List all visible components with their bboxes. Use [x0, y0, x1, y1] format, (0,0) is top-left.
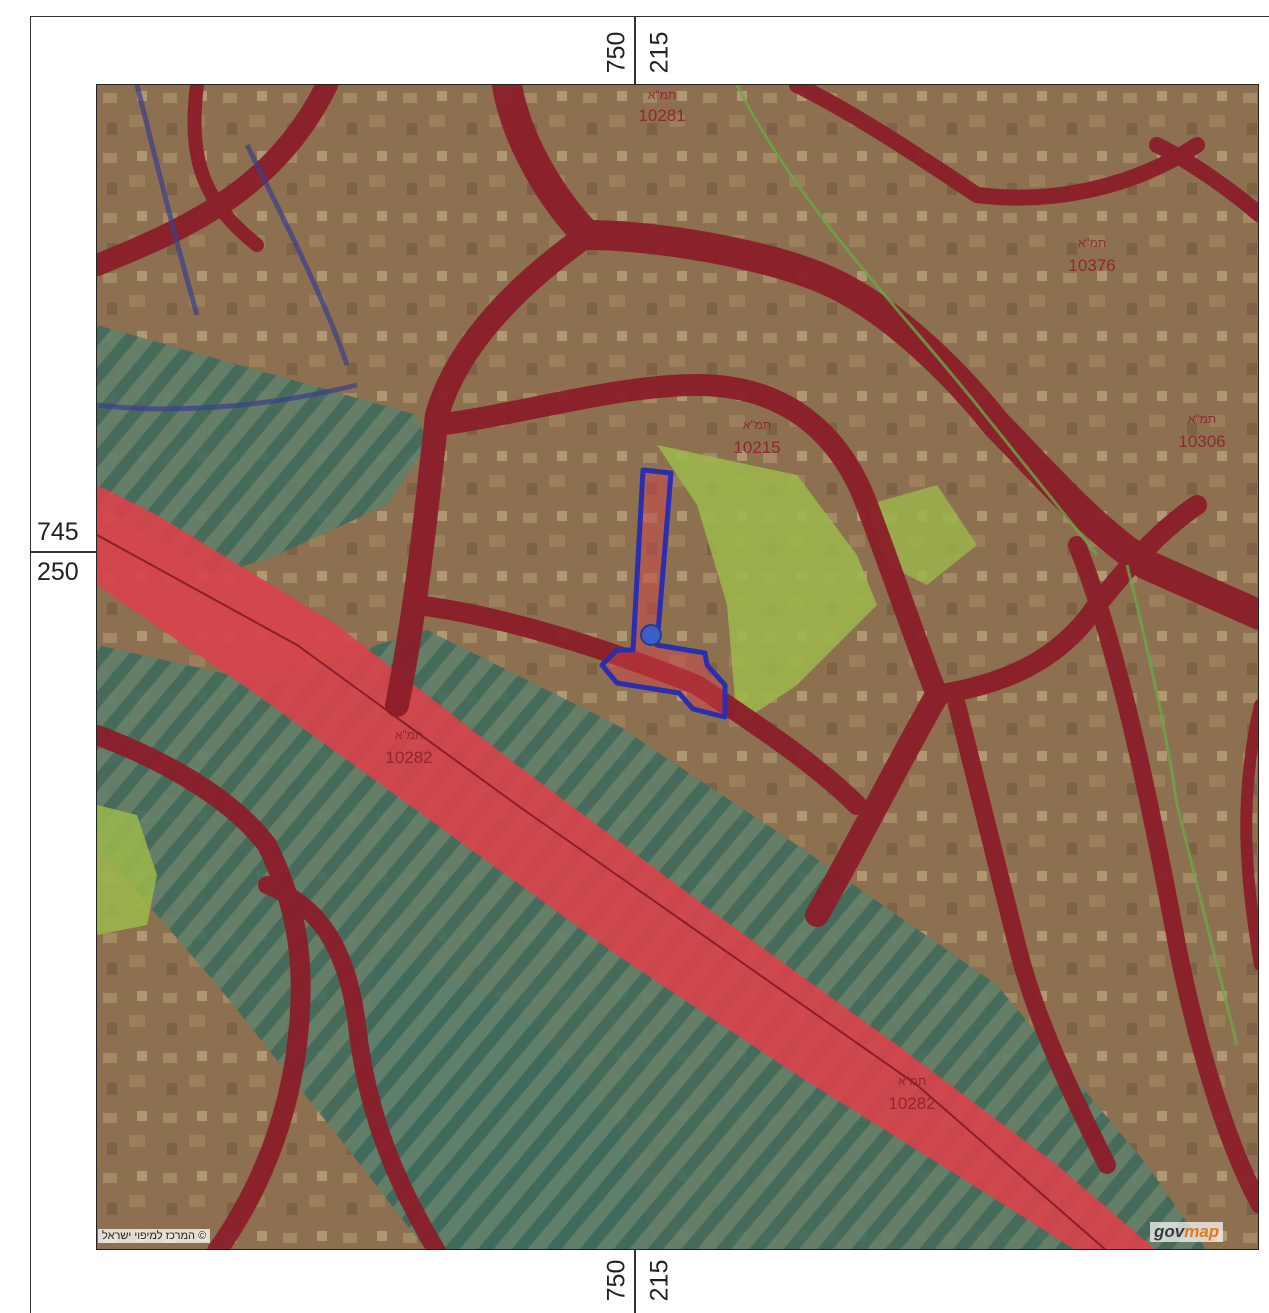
coord-left-bottom: 250 [37, 558, 79, 586]
svg-text:תמ"א: תמ"א [898, 1074, 926, 1088]
svg-text:10306: 10306 [1178, 432, 1225, 451]
open-space-zone-southwest [347, 955, 657, 1249]
coord-top-left: 750 [602, 31, 631, 74]
svg-text:תמ"א: תמ"א [1188, 412, 1216, 426]
svg-text:10281: 10281 [638, 106, 685, 125]
svg-text:תמ"א: תמ"א [1078, 236, 1106, 250]
plan-label-2: תמ"א 10376 [1068, 236, 1115, 275]
svg-text:10376: 10376 [1068, 256, 1115, 275]
svg-text:10282: 10282 [888, 1094, 935, 1113]
zoning-map[interactable]: תמ"א 10281 תמ"א 10376 תמ"א 10306 תמ"א 10… [96, 84, 1259, 1250]
svg-text:10282: 10282 [385, 748, 432, 767]
logo-main: gov [1154, 1222, 1185, 1241]
top-coordinate-tick [634, 16, 636, 84]
coord-left-top: 745 [37, 518, 79, 546]
svg-text:תמ"א: תמ"א [395, 728, 423, 742]
plan-label-6: תמ"א 10282 [888, 1074, 935, 1113]
svg-text:10215: 10215 [733, 438, 780, 457]
govmap-logo: govmap [1150, 1222, 1224, 1242]
green-boundaries [735, 85, 1239, 1046]
logo-accent: map [1184, 1222, 1220, 1241]
coord-top-right: 215 [645, 31, 674, 74]
bottom-coordinate-tick [634, 1250, 636, 1313]
coord-bottom-left: 750 [602, 1259, 631, 1302]
road-network [97, 85, 1258, 1249]
copyright-notice: © המרכז למיפוי ישראל [98, 1229, 211, 1243]
map-sheet-frame [30, 16, 1269, 1313]
plan-label-4: תמ"א 10215 [733, 418, 780, 457]
minor-boundaries [97, 85, 358, 412]
open-space-zone-north [97, 325, 427, 575]
plan-label-1: תמ"א 10281 [638, 88, 685, 125]
location-marker[interactable] [640, 624, 662, 646]
coord-bottom-right: 215 [645, 1259, 674, 1302]
highway-corridor [97, 485, 1155, 1249]
park-area-west [97, 805, 157, 935]
svg-text:תמ"א: תמ"א [743, 418, 771, 432]
plan-label-3: תמ"א 10306 [1178, 412, 1225, 451]
left-coordinate-tick [30, 551, 96, 553]
svg-text:תמ"א: תמ"א [648, 88, 676, 102]
site-boundary[interactable] [599, 467, 728, 720]
plan-label-5: תמ"א 10282 [385, 728, 432, 767]
park-area-center [657, 445, 877, 725]
highway-centerline [97, 534, 1107, 1249]
